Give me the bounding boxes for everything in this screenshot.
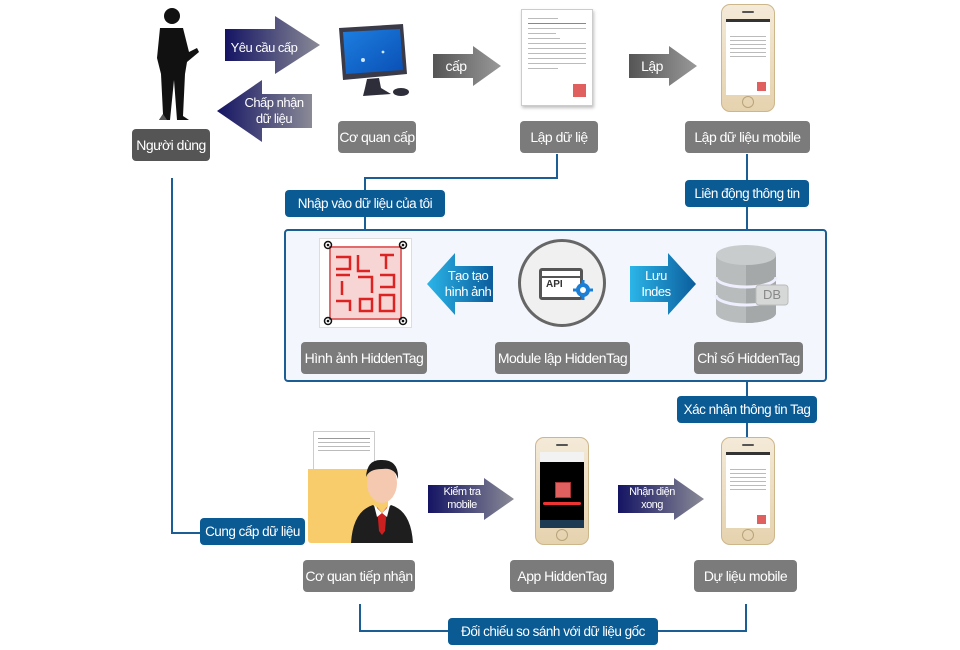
arrow-recognized-label-2: xong (641, 499, 663, 511)
arrow-issue-label: cấp (445, 58, 467, 74)
connector-info-link: Liên động thông tin (685, 180, 809, 207)
database-icon (714, 245, 789, 323)
line-compare-left-v (359, 604, 361, 632)
arrow-save-index-label-2: Indes (641, 284, 671, 299)
arrow-accept-data (217, 80, 312, 142)
businessman-avatar-icon (351, 459, 413, 543)
arrow-make-image (427, 253, 493, 315)
red-seal-icon (573, 84, 586, 97)
arrow-issue (433, 46, 501, 86)
arrow-request-issue-label: Yêu cầu cấp (230, 40, 298, 55)
businessman-silhouette-icon (157, 8, 199, 120)
api-label: API (546, 279, 563, 290)
phone-document-icon (721, 4, 775, 112)
line-compare-right-h (657, 630, 747, 632)
connector-confirm-tag-info: Xác nhận thông tin Tag (677, 396, 817, 423)
line-to-input (364, 177, 366, 191)
arrow-make-image-label-2: hình ảnh (444, 284, 492, 299)
arrow-create (629, 46, 697, 86)
line-doc-left (364, 177, 558, 179)
node-create-mobile-data: Lập dữ liệu mobile (685, 121, 810, 153)
phone-hiddentag-app-icon (535, 437, 589, 545)
line-user-to-provide (171, 532, 201, 534)
red-seal-icon (323, 240, 408, 326)
arrow-mobile-check-label-2: mobile (447, 499, 477, 511)
node-user: Người dùng (132, 129, 210, 161)
arrow-accept-data-label-2: dữ liệu (255, 111, 293, 126)
api-module-icon: API (518, 239, 606, 327)
line-link-to-db (746, 207, 748, 243)
line-compare-left-h (359, 630, 449, 632)
arrow-save-index-label-1: Lưu (645, 268, 667, 283)
node-receiving-agency: Cơ quan tiếp nhận (303, 560, 415, 592)
arrow-request-issue (225, 16, 320, 74)
arrow-mobile-check-label-1: Kiểm tra (443, 486, 481, 498)
connector-input-my-data: Nhập vào dữ liệu của tôi (285, 190, 445, 217)
computer-monitor-icon (339, 24, 409, 96)
arrow-recognized (618, 478, 704, 520)
node-hiddentag-index: Chỉ số HiddenTag (694, 342, 803, 374)
node-create-document: Lập dữ liệ (520, 121, 598, 153)
arrow-make-image-label-1: Tạo tạo (447, 268, 489, 283)
line-mobile-to-link (746, 154, 748, 180)
line-user-down (171, 178, 173, 534)
arrow-create-label: Lập (641, 58, 663, 74)
connector-compare-original: Đối chiếu so sánh với dữ liệu gốc (448, 618, 658, 645)
phone-mobile-data-icon (721, 437, 775, 545)
gear-icon (573, 280, 593, 300)
connector-provide-data: Cung cấp dữ liệu (200, 518, 305, 545)
arrow-save-index (630, 253, 696, 315)
node-hiddentag-image: Hình ảnh HiddenTag (301, 342, 427, 374)
line-compare-right-v (745, 604, 747, 632)
node-hiddentag-app: App HiddenTag (510, 560, 614, 592)
db-label: DB (762, 287, 782, 302)
arrow-accept-data-label-1: Chấp nhận (244, 95, 304, 110)
hiddentag-seal-image (319, 238, 412, 328)
node-issuing-agency: Cơ quan cấp (338, 121, 416, 153)
line-doc-down (556, 154, 558, 179)
node-hiddentag-module: Module lập HiddenTag (495, 342, 630, 374)
line-index-to-confirm (746, 370, 748, 396)
arrow-recognized-label-1: Nhận diện (629, 486, 675, 498)
document-icon (521, 9, 593, 106)
arrow-mobile-check (428, 478, 514, 520)
line-confirm-to-mobile (746, 422, 748, 438)
node-mobile-data: Dự liệu mobile (694, 560, 797, 592)
